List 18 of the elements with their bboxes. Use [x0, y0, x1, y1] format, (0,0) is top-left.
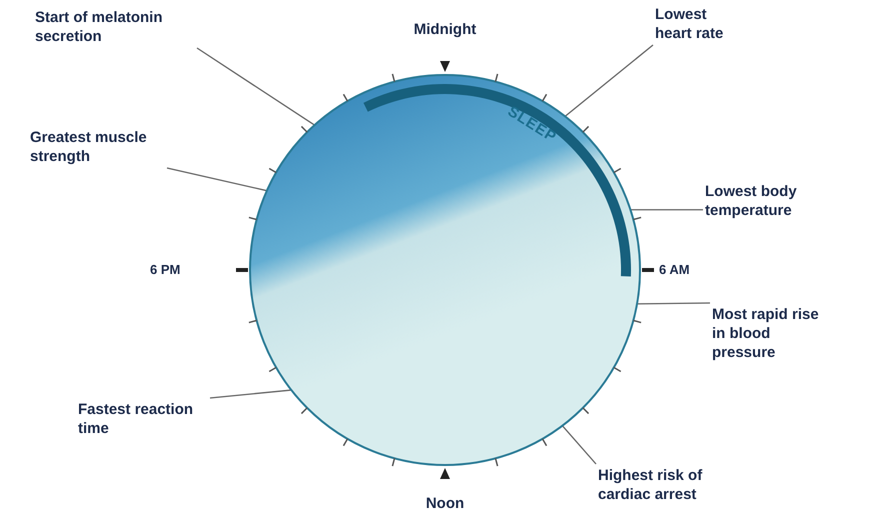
time-label: 6 PM	[150, 261, 182, 279]
annotation-text: Lowest heart rate	[655, 5, 745, 43]
annotation-text: Highest risk of cardiac arrest	[598, 466, 738, 504]
leader-line	[196, 47, 315, 126]
time-label: Midnight	[412, 20, 478, 39]
annotation-text: Greatest muscle strength	[30, 128, 165, 166]
time-label: 6 AM	[659, 261, 691, 279]
annotation-text: Lowest body temperature	[705, 182, 815, 220]
leader-line	[166, 167, 267, 192]
leader-line	[210, 389, 292, 399]
leader-line	[630, 209, 703, 210]
annotation-text: Most rapid rise in blood pressure	[712, 305, 822, 362]
leader-line	[562, 425, 596, 464]
annotation-text: Fastest reaction time	[78, 400, 208, 438]
leader-line	[637, 302, 710, 304]
annotation-text: Start of melatonin secretion	[35, 8, 195, 46]
time-label: Noon	[424, 494, 466, 513]
leader-line	[564, 44, 654, 117]
